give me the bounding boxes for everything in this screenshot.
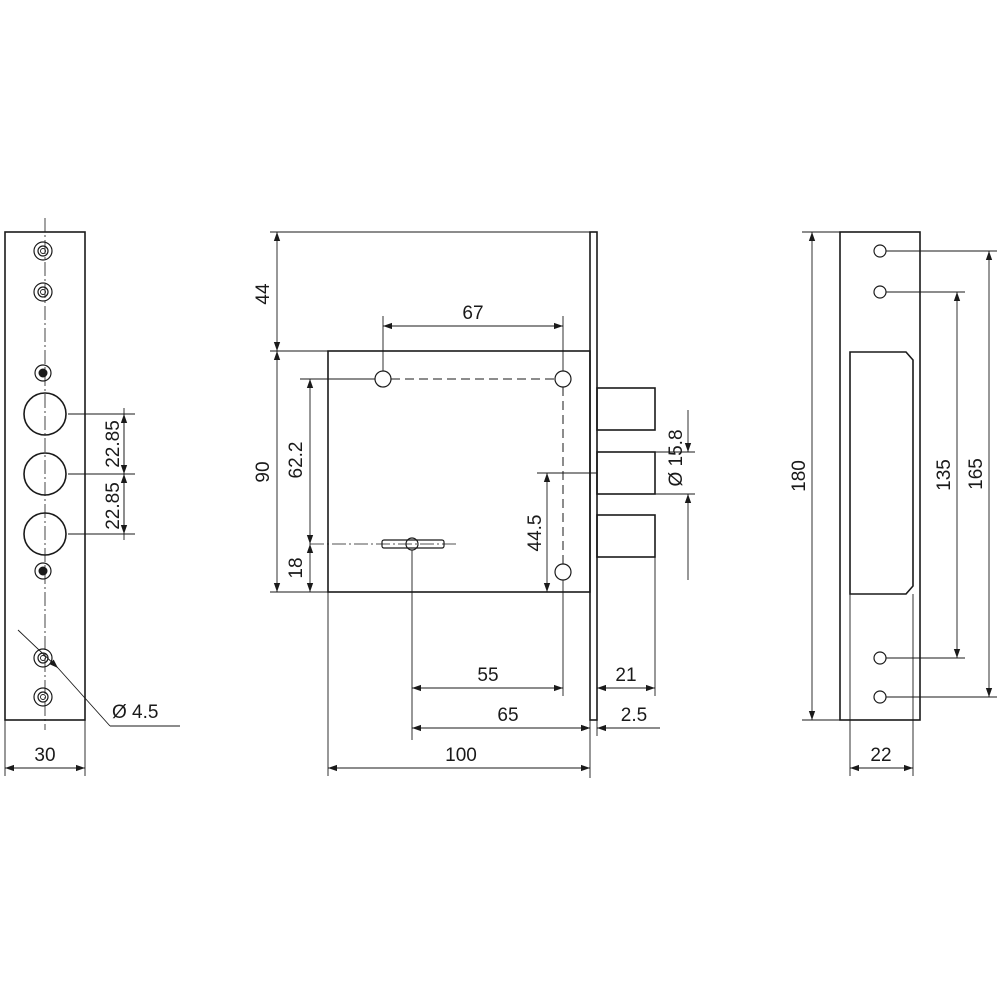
strike-screw-holes <box>873 244 887 704</box>
dim-strike-width: 22 <box>870 745 891 766</box>
dim-faceplate-thickness: 2.5 <box>621 705 647 726</box>
dim-keyhole-offset: 18 <box>286 557 307 578</box>
dim-strike-outer-spacing: 165 <box>966 458 987 490</box>
front-view: 22.85 22.85 Ø 4.5 30 <box>4 218 180 776</box>
dim-hole-vertical-spacing: 62.2 <box>286 442 307 479</box>
dim-hole-diameter: Ø 4.5 <box>112 702 158 723</box>
dim-case-width: 100 <box>445 745 477 766</box>
faceplate-rivets <box>34 364 52 580</box>
bolt-openings <box>23 392 67 556</box>
lock-bolts <box>596 387 656 558</box>
strike-plate-outline <box>839 231 921 721</box>
dim-cylinder-spacing-upper: 22.85 <box>103 420 124 468</box>
dim-bolt-spacing: 44.5 <box>525 515 546 552</box>
lock-faceplate-side <box>589 231 598 721</box>
dim-cylinder-spacing-lower: 22.85 <box>103 482 124 530</box>
dim-case-height: 90 <box>253 461 274 482</box>
dim-bolt-projection: 21 <box>615 665 636 686</box>
lock-case-outline <box>327 350 591 593</box>
side-view: 44 90 62.2 18 67 44.5 Ø 15.8 55 <box>253 231 695 778</box>
strike-plate: 180 135 165 22 <box>789 231 997 776</box>
dim-bolt-diameter: Ø 15.8 <box>666 429 687 486</box>
dim-strike-height: 180 <box>789 460 810 492</box>
dim-faceplate-width: 30 <box>34 745 55 766</box>
dim-mounting-hole-spacing: 67 <box>462 303 483 324</box>
dim-strike-inner-spacing: 135 <box>934 459 955 491</box>
dim-backset: 65 <box>497 705 518 726</box>
keyhole <box>310 537 456 740</box>
strike-opening <box>849 351 914 595</box>
faceplate-screw-holes <box>33 241 53 707</box>
dim-top-offset: 44 <box>253 283 274 305</box>
dim-backset-inner: 55 <box>477 665 498 686</box>
